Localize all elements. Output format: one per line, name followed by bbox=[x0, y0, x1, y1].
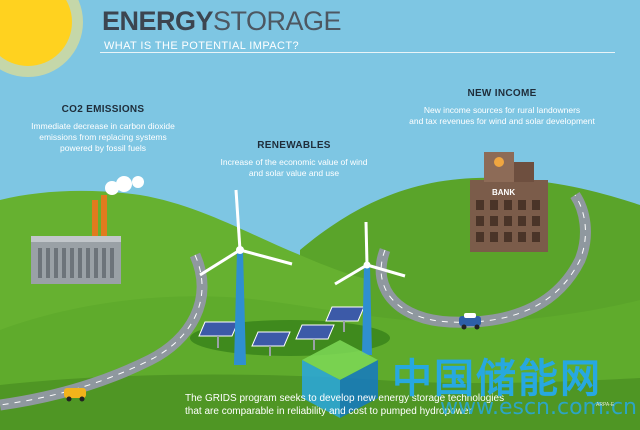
footer-line1: The GRIDS program seeks to develop new e… bbox=[185, 393, 505, 404]
subtitle: WHAT IS THE POTENTIAL IMPACT? bbox=[104, 40, 299, 52]
title-strong: ENERGY bbox=[102, 6, 214, 36]
solar-panel-icon bbox=[295, 324, 335, 350]
bank-label: BANK bbox=[492, 188, 515, 197]
page-title: ENERGYSTORAGE bbox=[102, 6, 622, 37]
title-light: STORAGE bbox=[213, 6, 342, 36]
watermark-logo-icon bbox=[302, 340, 378, 418]
wind-turbine-icon bbox=[199, 189, 293, 365]
renewables-heading: RENEWABLES bbox=[257, 140, 331, 151]
income-section: NEW INCOME New income sources for rural … bbox=[378, 88, 626, 127]
footer-line2: that are comparable in reliability and c… bbox=[185, 406, 472, 417]
income-desc-line2: and tax revenues for wind and solar deve… bbox=[409, 116, 595, 126]
renewables-section: RENEWABLES Increase of the economic valu… bbox=[196, 140, 392, 179]
coin-icon bbox=[494, 157, 504, 167]
solar-panel-icon bbox=[251, 331, 291, 356]
car-yellow bbox=[64, 388, 86, 402]
co2-desc-line3: powered by fossil fuels bbox=[60, 143, 146, 153]
sun-icon bbox=[0, 0, 83, 77]
wind-turbine-icon bbox=[334, 221, 406, 355]
income-desc-line1: New income sources for rural landowners bbox=[423, 105, 581, 115]
co2-heading: CO2 EMISSIONS bbox=[61, 104, 145, 115]
renewables-desc-line1: Increase of the economic value of wind bbox=[220, 157, 368, 167]
road-left bbox=[0, 252, 208, 411]
co2-desc-line1: Immediate decrease in carbon dioxide bbox=[31, 121, 175, 131]
footer-text: The GRIDS program seeks to develop new e… bbox=[185, 392, 605, 418]
watermark-url: www.escn.com.cn bbox=[440, 395, 638, 420]
watermark-chinese: 中国储能网 bbox=[392, 356, 602, 402]
income-heading: NEW INCOME bbox=[467, 88, 537, 99]
renewables-desc-line2: and solar value and use bbox=[248, 168, 340, 178]
title-divider bbox=[100, 52, 615, 53]
solar-panel-icon bbox=[198, 321, 239, 348]
solar-panel-icon bbox=[325, 306, 365, 332]
credit-label: ARPA-E bbox=[596, 402, 615, 408]
co2-section: CO2 EMISSIONS Immediate decrease in carb… bbox=[8, 104, 198, 154]
co2-desc-line2: emissions from replacing systems bbox=[39, 132, 167, 142]
bank-building-icon: BANK bbox=[470, 152, 548, 252]
factory-icon bbox=[31, 176, 144, 284]
car-blue bbox=[459, 313, 481, 330]
